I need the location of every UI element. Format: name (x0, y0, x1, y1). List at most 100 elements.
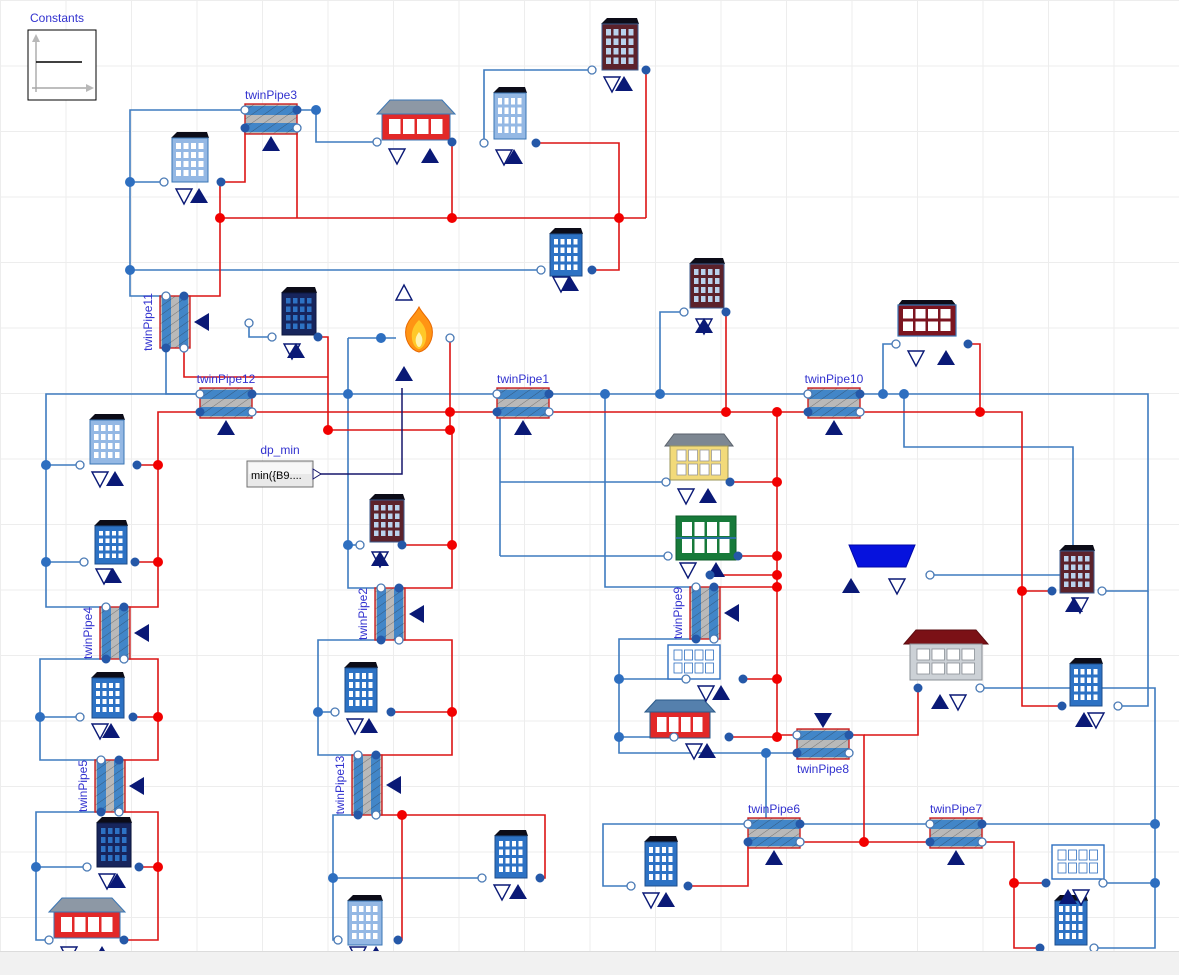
connection-line[interactable] (165, 348, 200, 395)
inflow-port[interactable] (641, 65, 651, 75)
outflow-port[interactable] (114, 807, 124, 817)
connection-line[interactable] (903, 394, 1074, 576)
pipe-twinPipe8[interactable] (796, 713, 850, 760)
building-apt-blue[interactable] (344, 662, 378, 713)
connection-line[interactable] (35, 811, 101, 941)
inflow-port[interactable] (531, 138, 541, 148)
connection-line[interactable] (688, 842, 749, 887)
building-apt-maroon[interactable] (369, 494, 405, 543)
outflow-port[interactable] (709, 634, 719, 644)
inflow-port[interactable] (447, 137, 457, 147)
inflow-port[interactable] (709, 582, 719, 592)
building-apt-light[interactable] (493, 87, 527, 140)
connection-line[interactable] (183, 348, 328, 378)
outflow-port[interactable] (855, 407, 865, 417)
outflow-port[interactable] (44, 935, 54, 945)
outflow-port[interactable] (795, 837, 805, 847)
heat-plant-fire-icon[interactable] (405, 305, 433, 353)
inflow-port[interactable] (114, 755, 124, 765)
inflow-port[interactable] (161, 343, 171, 353)
outflow-port[interactable] (330, 707, 340, 717)
inflow-port[interactable] (724, 732, 734, 742)
signal-output-port[interactable] (312, 468, 322, 480)
inflow-port[interactable] (132, 460, 142, 470)
outflow-port[interactable] (376, 583, 386, 593)
building-apt-blue[interactable] (549, 228, 583, 277)
pipe-twinPipe7[interactable] (929, 817, 983, 865)
pipe-twinPipe9[interactable] (689, 586, 739, 640)
outflow-port[interactable] (372, 137, 382, 147)
outflow-port[interactable] (267, 332, 277, 342)
building-apt-maroon[interactable] (1059, 545, 1095, 594)
outflow-port[interactable] (661, 477, 671, 487)
connection-line[interactable] (39, 658, 106, 761)
outflow-port[interactable] (891, 339, 901, 349)
outflow-port[interactable] (587, 65, 597, 75)
building-wide-maroon[interactable] (897, 300, 957, 337)
inflow-port[interactable] (721, 307, 731, 317)
inflow-port[interactable] (963, 339, 973, 349)
connection-line[interactable] (129, 109, 245, 297)
outflow-port[interactable] (975, 683, 985, 693)
inflow-port[interactable] (313, 332, 323, 342)
inflow-port[interactable] (195, 407, 205, 417)
inflow-port[interactable] (544, 389, 554, 399)
inflow-port[interactable] (1041, 878, 1051, 888)
building-house-red[interactable] (47, 897, 127, 939)
building-outline-building[interactable] (667, 644, 721, 680)
inflow-port[interactable] (292, 105, 302, 115)
connection-line[interactable] (659, 311, 684, 394)
inflow-port[interactable] (587, 265, 597, 275)
inflow-port[interactable] (240, 123, 250, 133)
building-green-building[interactable] (675, 515, 737, 561)
connection-line[interactable] (968, 343, 981, 412)
connection-line[interactable] (297, 109, 377, 143)
inflow-port[interactable] (96, 807, 106, 817)
inflow-port[interactable] (743, 837, 753, 847)
building-apt-navy[interactable] (281, 287, 317, 336)
outflow-port[interactable] (244, 318, 254, 328)
outflow-port[interactable] (75, 712, 85, 722)
building-house-yellow[interactable] (664, 433, 734, 481)
dp-min-block[interactable] (246, 460, 322, 488)
outflow-port[interactable] (353, 750, 363, 760)
connection-line[interactable] (536, 142, 620, 271)
connection-line[interactable] (222, 128, 246, 183)
outflow-port[interactable] (925, 819, 935, 829)
inflow-port[interactable] (977, 819, 987, 829)
building-outline-building[interactable] (1051, 844, 1105, 880)
outflow-port[interactable] (977, 837, 987, 847)
inflow-port[interactable] (492, 407, 502, 417)
outflow-port[interactable] (371, 810, 381, 820)
outflow-port[interactable] (82, 862, 92, 872)
outflow-port[interactable] (161, 291, 171, 301)
connection-line[interactable] (124, 411, 200, 608)
inflow-port[interactable] (844, 730, 854, 740)
inflow-port[interactable] (738, 674, 748, 684)
pipe-twinPipe13[interactable] (351, 754, 401, 816)
connection-line[interactable] (483, 69, 592, 143)
inflow-port[interactable] (725, 477, 735, 487)
connection-line[interactable] (314, 388, 403, 475)
outflow-port[interactable] (179, 343, 189, 353)
inflow-port[interactable] (1057, 701, 1067, 711)
outflow-port[interactable] (159, 177, 169, 187)
outflow-port[interactable] (333, 935, 343, 945)
outflow-port[interactable] (119, 654, 129, 664)
inflow-port[interactable] (247, 389, 257, 399)
outflow-port[interactable] (626, 881, 636, 891)
inflow-port[interactable] (795, 819, 805, 829)
pipe-twinPipe2[interactable] (374, 587, 424, 641)
inflow-port[interactable] (535, 873, 545, 883)
outflow-port[interactable] (247, 407, 257, 417)
outflow-port[interactable] (96, 755, 106, 765)
inflow-port[interactable] (130, 557, 140, 567)
outflow-port[interactable] (681, 674, 691, 684)
outflow-port[interactable] (479, 138, 489, 148)
connection-line[interactable] (602, 823, 748, 887)
outflow-port[interactable] (536, 265, 546, 275)
outflow-port[interactable] (544, 407, 554, 417)
inflow-port[interactable] (179, 291, 189, 301)
pipe-twinPipe1[interactable] (496, 387, 550, 435)
inflow-port[interactable] (386, 707, 396, 717)
